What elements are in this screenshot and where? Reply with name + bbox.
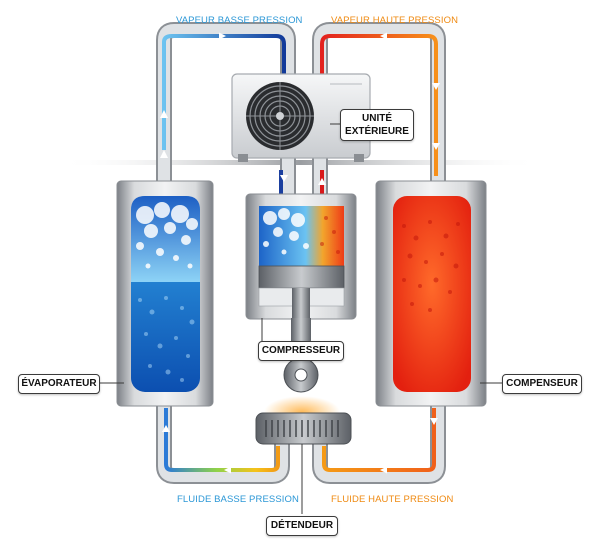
callout-compenseur: COMPENSEUR [502, 374, 582, 394]
evaporator-tank [116, 180, 214, 407]
label-vapeur-basse-pression: VAPEUR BASSE PRESSION [176, 15, 303, 26]
callout-unite-line1: UNITÉ [362, 113, 392, 124]
label-vapeur-haute-pression: VAPEUR HAUTE PRESSION [331, 15, 459, 26]
callout-leaders [100, 123, 502, 514]
callout-detendeur: DÉTENDEUR [266, 516, 338, 536]
label-fluide-basse-pression: FLUIDE BASSE PRESSION [177, 494, 299, 505]
callout-compresseur: COMPRESSEUR [258, 341, 344, 361]
expansion-valve [255, 396, 352, 445]
label-fluide-haute-pression: FLUIDE HAUTE PRESSION [331, 494, 454, 505]
outdoor-unit [231, 73, 371, 162]
pipe-fluide [156, 400, 446, 484]
callout-unite-exterieure: UNITÉ EXTÉRIEURE [340, 109, 414, 141]
flow-arrows [160, 32, 440, 474]
callout-evaporateur: ÉVAPORATEUR [18, 374, 100, 394]
condenser-tank [375, 180, 487, 407]
callout-unite-line2: EXTÉRIEURE [345, 126, 409, 137]
pipe-vapeur-haute [312, 22, 446, 196]
compressor [245, 193, 357, 393]
horizon-line [60, 160, 540, 165]
